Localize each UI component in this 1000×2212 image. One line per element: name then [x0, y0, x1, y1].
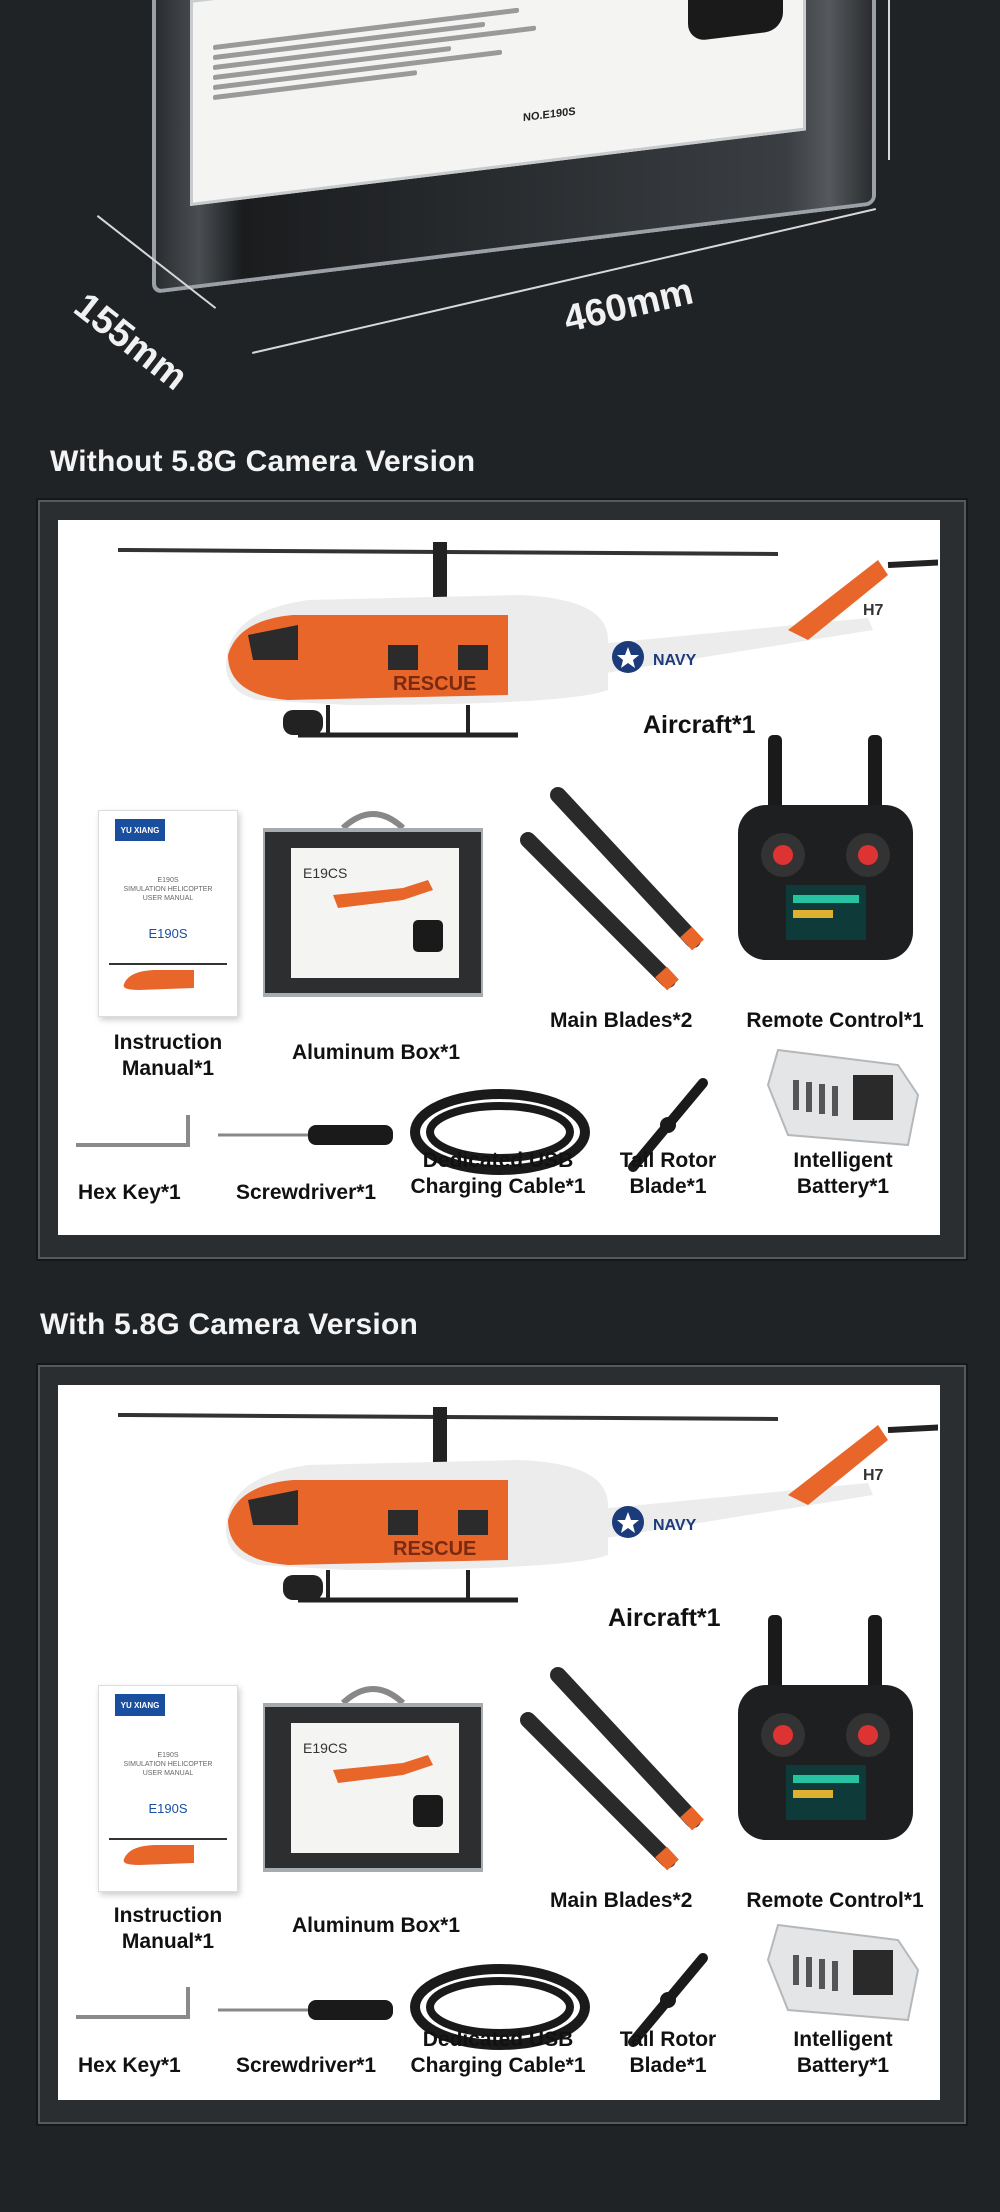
heli-tail-code: H7 — [863, 1467, 884, 1484]
blades-label: Main Blades*2 — [550, 1889, 693, 1912]
helicopter-image: RESCUE NAVY H7 — [117, 542, 938, 738]
heli-side-text: RESCUE — [393, 1538, 476, 1560]
helicopter-image: RESCUE NAVY H7 — [117, 1407, 938, 1603]
manual-model: E190S — [148, 926, 188, 941]
tailrotor-label: Tail Rotor Blade*1 — [619, 1149, 717, 1199]
instruction-manual-image: YU XIANG E190S SIMULATION HELICOPTER USE… — [98, 810, 238, 1017]
package-card: RESCUE NAVY H7 Aircraft*1 YU XIANG E190S… — [58, 1385, 940, 2100]
heli-tail-text: NAVY — [653, 652, 697, 669]
hex-key-image — [76, 1115, 190, 1147]
aluminum-box-image: E19CS — [263, 811, 483, 997]
blades-label: Main Blades*2 — [550, 1009, 693, 1032]
usb-cable-image — [410, 1089, 590, 1175]
height-dimension-line — [888, 0, 890, 160]
main-blades-image — [520, 1667, 704, 1871]
section-title-without-camera: Without 5.8G Camera Version — [50, 445, 476, 478]
screwdriver-label: Screwdriver*1 — [236, 2054, 377, 2077]
heli-tail-text: NAVY — [653, 1517, 697, 1534]
instruction-manual-image: YU XIANG E190S SIMULATION HELICOPTER USE… — [98, 1685, 238, 1892]
screwdriver-image — [218, 2000, 393, 2020]
mini-remote-image — [688, 0, 783, 42]
cable-label: Dedicated USB Charging Cable*1 — [410, 1149, 586, 1199]
remote-label: Remote Control*1 — [746, 1889, 924, 1912]
panel-model-number: NO.E190S — [523, 105, 576, 125]
screwdriver-image — [218, 1125, 393, 1145]
remote-label: Remote Control*1 — [746, 1009, 924, 1032]
aircraft-label: Aircraft*1 — [643, 711, 756, 739]
depth-label: 155mm — [66, 285, 196, 399]
main-blades-image — [520, 787, 704, 991]
heli-tail-code: H7 — [863, 602, 884, 619]
case-dimensions-graphic: NO.E190S 155mm 460mm — [0, 0, 1000, 420]
heli-side-text: RESCUE — [393, 673, 476, 695]
panel-text-lines — [213, 0, 553, 105]
tail-rotor-image — [628, 1078, 708, 1172]
package-card: RESCUE NAVY H7 Aircraft*1 YU XIANG E190S… — [58, 520, 940, 1235]
aircraft-label: Aircraft*1 — [608, 1604, 721, 1632]
hexkey-label: Hex Key*1 — [78, 1181, 181, 1204]
manual-heli-icon — [109, 963, 227, 990]
box-label: Aluminum Box*1 — [291, 1914, 461, 1937]
manual-subtitle: E190S SIMULATION HELICOPTER USER MANUAL — [123, 1752, 213, 1778]
box-model-text: E19CS — [303, 1740, 347, 1756]
battery-label: Intelligent Battery*1 — [793, 1149, 893, 1199]
manual-brand: YU XIANG — [115, 819, 165, 841]
width-label: 460mm — [560, 270, 698, 341]
hexkey-label: Hex Key*1 — [78, 2054, 181, 2077]
manual-label: Instruction Manual*1 — [113, 1904, 223, 1954]
manual-heli-icon — [109, 1838, 227, 1865]
hex-key-image — [76, 1987, 190, 2019]
manual-label: Instruction Manual*1 — [113, 1031, 223, 1081]
manual-subtitle: E190S SIMULATION HELICOPTER USER MANUAL — [123, 877, 213, 903]
battery-image — [766, 1923, 920, 2022]
package-frame-with-camera: RESCUE NAVY H7 Aircraft*1 YU XIANG E190S… — [38, 1365, 966, 2124]
package-frame-without-camera: RESCUE NAVY H7 Aircraft*1 YU XIANG E190S… — [38, 500, 966, 1259]
remote-control-image — [738, 1615, 913, 1840]
section-title-with-camera: With 5.8G Camera Version — [40, 1308, 418, 1341]
battery-image — [766, 1048, 920, 1147]
usb-cable-image — [410, 1964, 590, 2050]
cable-label: Dedicated USB Charging Cable*1 — [410, 2028, 586, 2078]
box-model-text: E19CS — [303, 865, 347, 881]
tail-rotor-image — [628, 1953, 708, 2047]
manual-brand: YU XIANG — [115, 1694, 165, 1716]
aluminum-box-image: E19CS — [263, 1686, 483, 1872]
tailrotor-label: Tail Rotor Blade*1 — [619, 2028, 717, 2078]
screwdriver-label: Screwdriver*1 — [236, 1181, 377, 1204]
remote-control-image — [738, 735, 913, 960]
box-label: Aluminum Box*1 — [291, 1041, 461, 1064]
battery-label: Intelligent Battery*1 — [793, 2028, 893, 2078]
manual-model: E190S — [148, 1801, 188, 1816]
